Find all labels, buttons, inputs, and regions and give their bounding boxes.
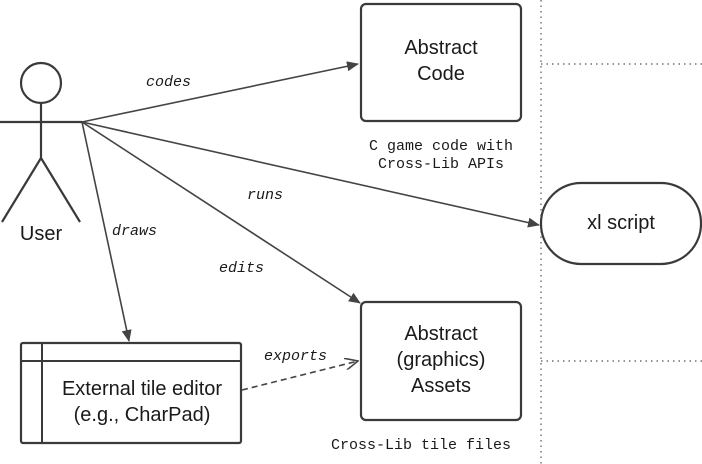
abstract-code-node: [359, 2, 523, 123]
edge-draws-label: draws: [112, 223, 157, 240]
edge-exports-label: exports: [264, 348, 327, 365]
assets-note: Cross-Lib tile files: [331, 437, 511, 454]
edge-edits-arrow: [81, 121, 361, 304]
abstract-assets-line2: (graphics): [397, 349, 486, 371]
xl-script-label: xl script: [587, 212, 655, 234]
tile-editor-line2: (e.g., CharPad): [74, 404, 211, 426]
abstract-assets-line3: Assets: [411, 375, 471, 397]
abstract-assets-node: [359, 300, 523, 422]
edge-codes-arrow: [81, 61, 359, 123]
xl-script-node: [539, 181, 702, 266]
edge-codes-label: codes: [146, 74, 191, 91]
edge-runs-label: runs: [247, 187, 283, 204]
edge-edits-label: edits: [219, 260, 264, 277]
abstract-assets-line1: Abstract: [404, 323, 478, 345]
tile-editor-node: [19, 341, 243, 445]
abstract-code-line1: Abstract: [404, 37, 478, 59]
tile-editor-line1: External tile editor: [62, 378, 222, 400]
edge-draws-arrow: [81, 121, 132, 342]
code-note-line2: Cross-Lib APIs: [378, 156, 504, 173]
edge-runs-arrow: [81, 121, 540, 228]
edge-exports-arrow: [241, 361, 358, 391]
user-actor-icon: [0, 61, 82, 223]
code-note-line1: C game code with: [369, 138, 513, 155]
abstract-code-line2: Code: [417, 63, 465, 85]
user-label: User: [20, 223, 63, 245]
